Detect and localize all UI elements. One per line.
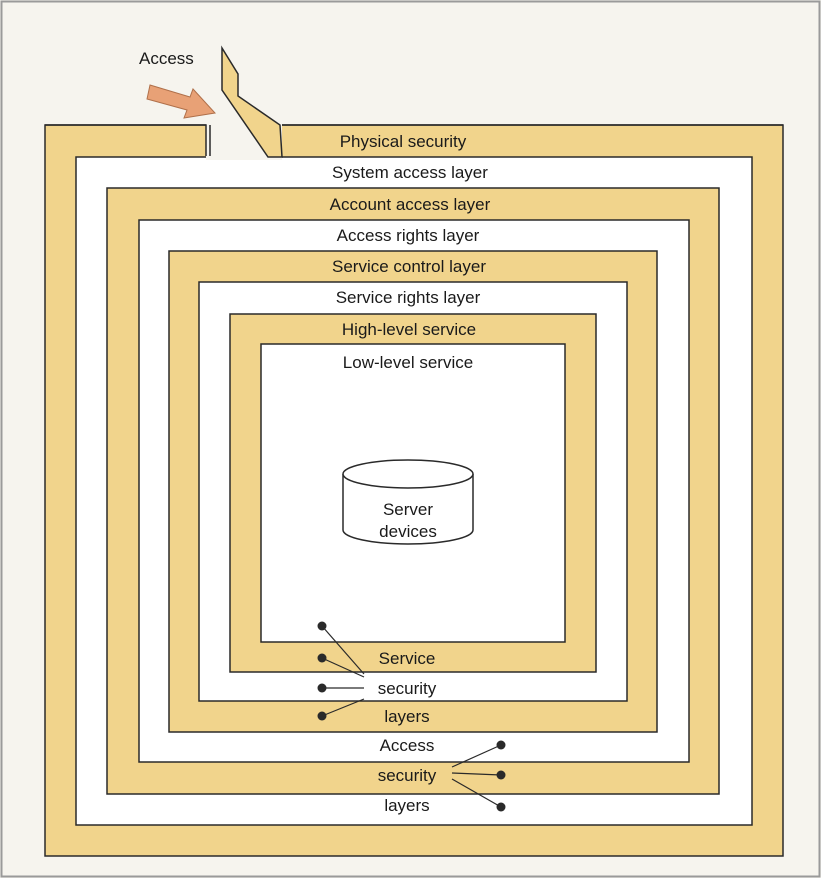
entry-gap — [45, 45, 783, 160]
layer-label-high-level-service: High-level service — [342, 320, 476, 339]
layer-label-service-rights: Service rights layer — [336, 288, 481, 307]
access-callout-line3: layers — [384, 796, 429, 815]
layer-label-account-access: Account access layer — [330, 195, 491, 214]
callout-dot — [496, 770, 506, 780]
access-label: Access — [139, 49, 194, 68]
callout-dot — [317, 711, 327, 721]
server-label-line1: Server — [383, 500, 433, 519]
access-callout-leaders — [451, 740, 506, 812]
server-devices-cylinder — [342, 459, 474, 545]
callout-dot — [317, 621, 327, 631]
service-callout-line3: layers — [384, 707, 429, 726]
callout-dot — [317, 683, 327, 693]
layer-label-access-rights: Access rights layer — [337, 226, 480, 245]
layer-label-physical-security: Physical security — [340, 132, 467, 151]
door-flap — [221, 45, 283, 158]
layer-label-low-level-service: Low-level service — [343, 353, 473, 372]
service-callout-line1: Service — [379, 649, 436, 668]
service-callout-line2: security — [378, 679, 437, 698]
layer-labels: Physical security System access layer Ac… — [330, 132, 491, 372]
layer-label-service-control: Service control layer — [332, 257, 486, 276]
service-callout-leaders — [317, 621, 365, 721]
access-callout-line1: Access — [380, 736, 435, 755]
callout-dot — [317, 653, 327, 663]
access-callout-line2: security — [378, 766, 437, 785]
callout-dot — [496, 802, 506, 812]
access-arrow — [146, 84, 216, 119]
server-label-line2: devices — [379, 522, 437, 541]
callout-dot — [496, 740, 506, 750]
layer-label-system-access: System access layer — [332, 163, 488, 182]
